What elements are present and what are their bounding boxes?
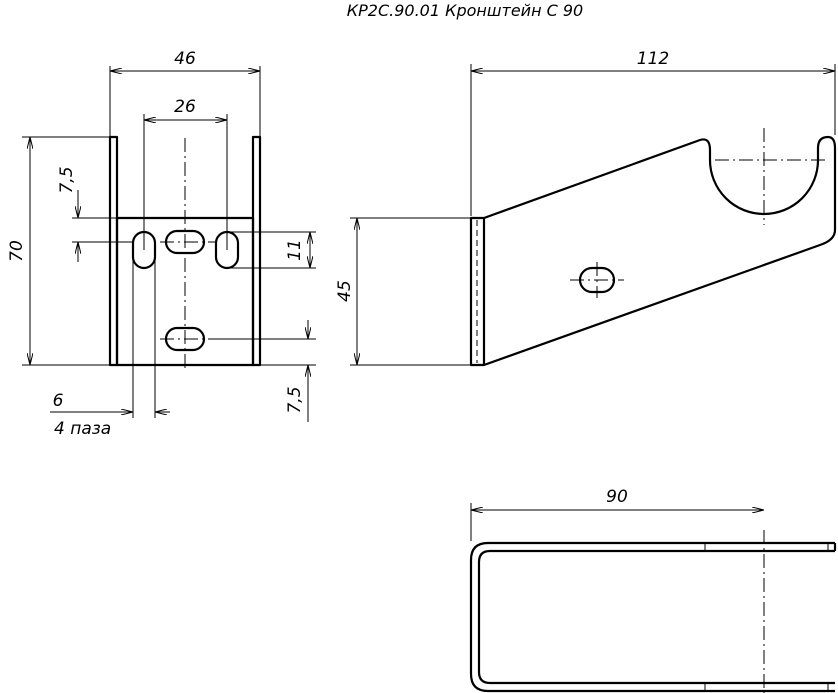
dim-top-length: 90	[606, 487, 628, 507]
dim-slot-spacing: 26	[174, 97, 196, 117]
bracket-side-profile	[469, 135, 837, 367]
dim-side-height: 45	[335, 280, 355, 302]
dim-top-offset: 7,5	[57, 166, 77, 193]
dim-front-width: 46	[174, 49, 196, 69]
dim-side-length: 112	[637, 49, 669, 69]
side-view: 112 45	[335, 49, 837, 367]
dim-front-height: 70	[7, 240, 27, 262]
bracket-top-profile	[469, 541, 835, 693]
note-slot-count: 4 паза	[54, 419, 111, 439]
top-view: 90	[469, 487, 837, 693]
dim-bottom-offset: 7,5	[285, 386, 305, 413]
front-view: 46 26 70 7,5 11 7,5 6 4 па	[7, 49, 316, 439]
dim-slot-height: 11	[285, 239, 305, 261]
drawing-title: КР2С.90.01 Кронштейн С 90	[347, 1, 583, 20]
dim-slot-width: 6	[53, 391, 64, 411]
